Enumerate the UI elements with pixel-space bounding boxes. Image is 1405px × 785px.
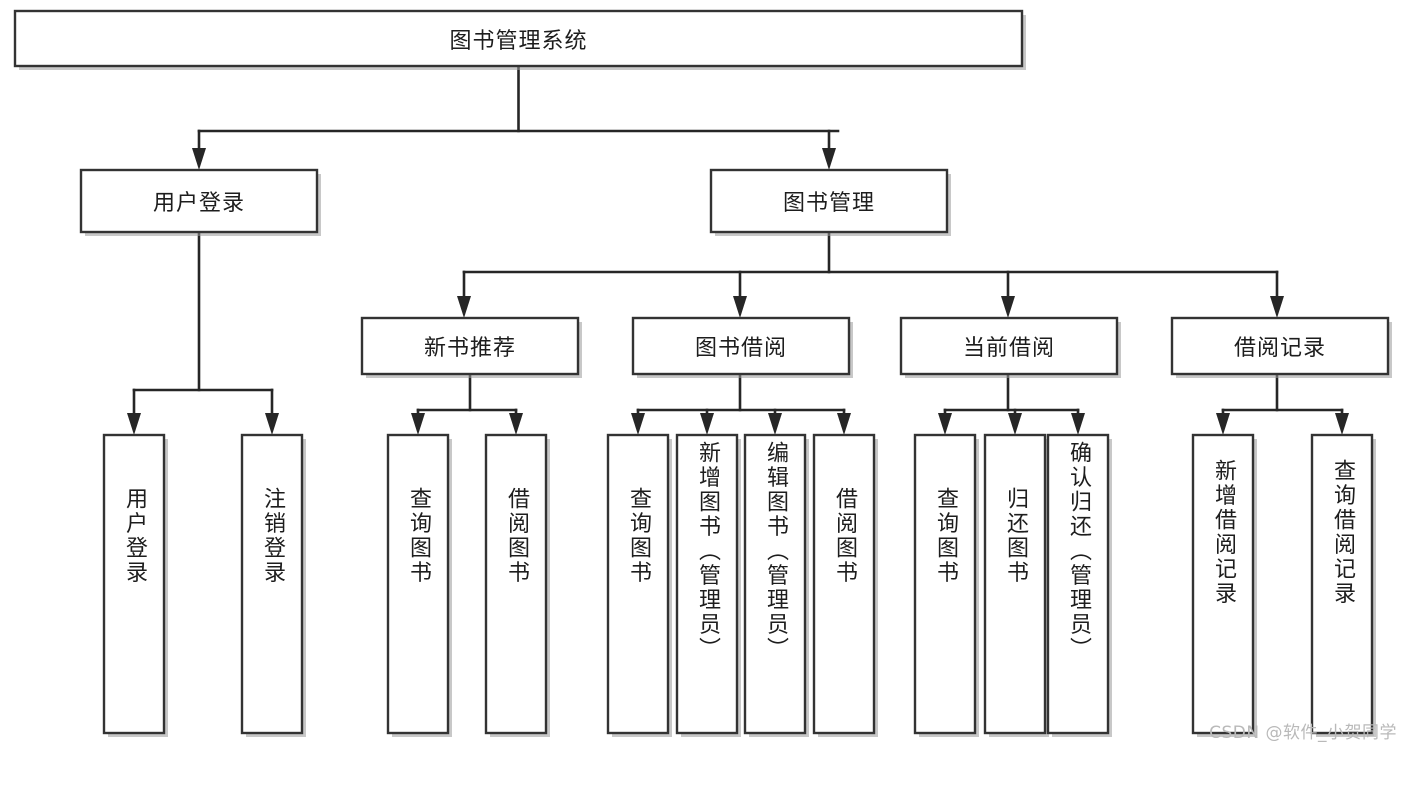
arrowhead-newbook-leaf2: [509, 413, 523, 435]
node-leaf-borrow-book-b[interactable]: [812, 433, 878, 737]
node-leaf-add-book-admin[interactable]: [675, 433, 741, 737]
arrowhead-record-leaf1: [1216, 413, 1230, 435]
node-leaf-borrow-book-a[interactable]: [484, 433, 550, 737]
diagram-canvas: 图书管理系统 用户登录 图书管理 新书推荐 图书借阅 当前借阅 借阅记录 用户登…: [13, 9, 1397, 743]
node-leaf-query-book-a[interactable]: [386, 433, 452, 737]
arrowhead-borrow-leaf3: [768, 413, 782, 435]
node-leaf-query-book-b[interactable]: [606, 433, 672, 737]
arrowhead-record-leaf2: [1335, 413, 1349, 435]
connector-group-root: [192, 64, 840, 170]
arrowhead-newbook-leaf1: [411, 413, 425, 435]
node-borrow-record[interactable]: [1170, 316, 1392, 378]
arrowhead-record: [1270, 296, 1284, 318]
connector-group-current: [938, 372, 1085, 435]
arrowhead-bookmgmt: [822, 148, 836, 170]
arrowhead-borrow-leaf4: [837, 413, 851, 435]
node-root[interactable]: [13, 9, 1026, 70]
node-leaf-confirm-return-admin[interactable]: [1046, 433, 1112, 737]
arrowhead-borrow: [733, 296, 747, 318]
arrowhead-borrow-leaf1: [631, 413, 645, 435]
arrowhead-userlogin: [192, 148, 206, 170]
arrowhead-newbook: [457, 296, 471, 318]
node-leaf-query-book-c[interactable]: [913, 433, 979, 737]
node-leaf-add-borrow-record[interactable]: [1191, 433, 1257, 737]
node-leaf-return-book[interactable]: [983, 433, 1049, 737]
arrowhead-leaf-userlogin: [127, 413, 141, 435]
node-new-book-recommend[interactable]: [360, 316, 582, 378]
node-leaf-edit-book-admin[interactable]: [743, 433, 809, 737]
arrowhead-current: [1001, 296, 1015, 318]
connector-group-newbook: [411, 372, 523, 435]
arrowhead-current-leaf3: [1071, 413, 1085, 435]
connector-group-userlogin: [127, 230, 279, 435]
watermark: CSDN @软件_小贺同学: [1209, 723, 1397, 743]
node-leaf-query-borrow-record[interactable]: [1310, 433, 1376, 737]
node-book-borrow[interactable]: [631, 316, 853, 378]
arrowhead-borrow-leaf2: [700, 413, 714, 435]
node-leaf-logout[interactable]: [240, 433, 306, 737]
tree-diagram-svg: [13, 9, 1392, 737]
connector-group-record: [1216, 372, 1349, 435]
arrowhead-leaf-logout: [265, 413, 279, 435]
arrowhead-current-leaf2: [1008, 413, 1022, 435]
connector-group-bookmgmt: [457, 230, 1284, 318]
node-book-management[interactable]: [709, 168, 951, 236]
node-leaf-user-login[interactable]: [102, 433, 168, 737]
node-current-borrow[interactable]: [899, 316, 1121, 378]
connector-group-borrow: [631, 372, 851, 435]
arrowhead-current-leaf1: [938, 413, 952, 435]
node-user-login[interactable]: [79, 168, 321, 236]
